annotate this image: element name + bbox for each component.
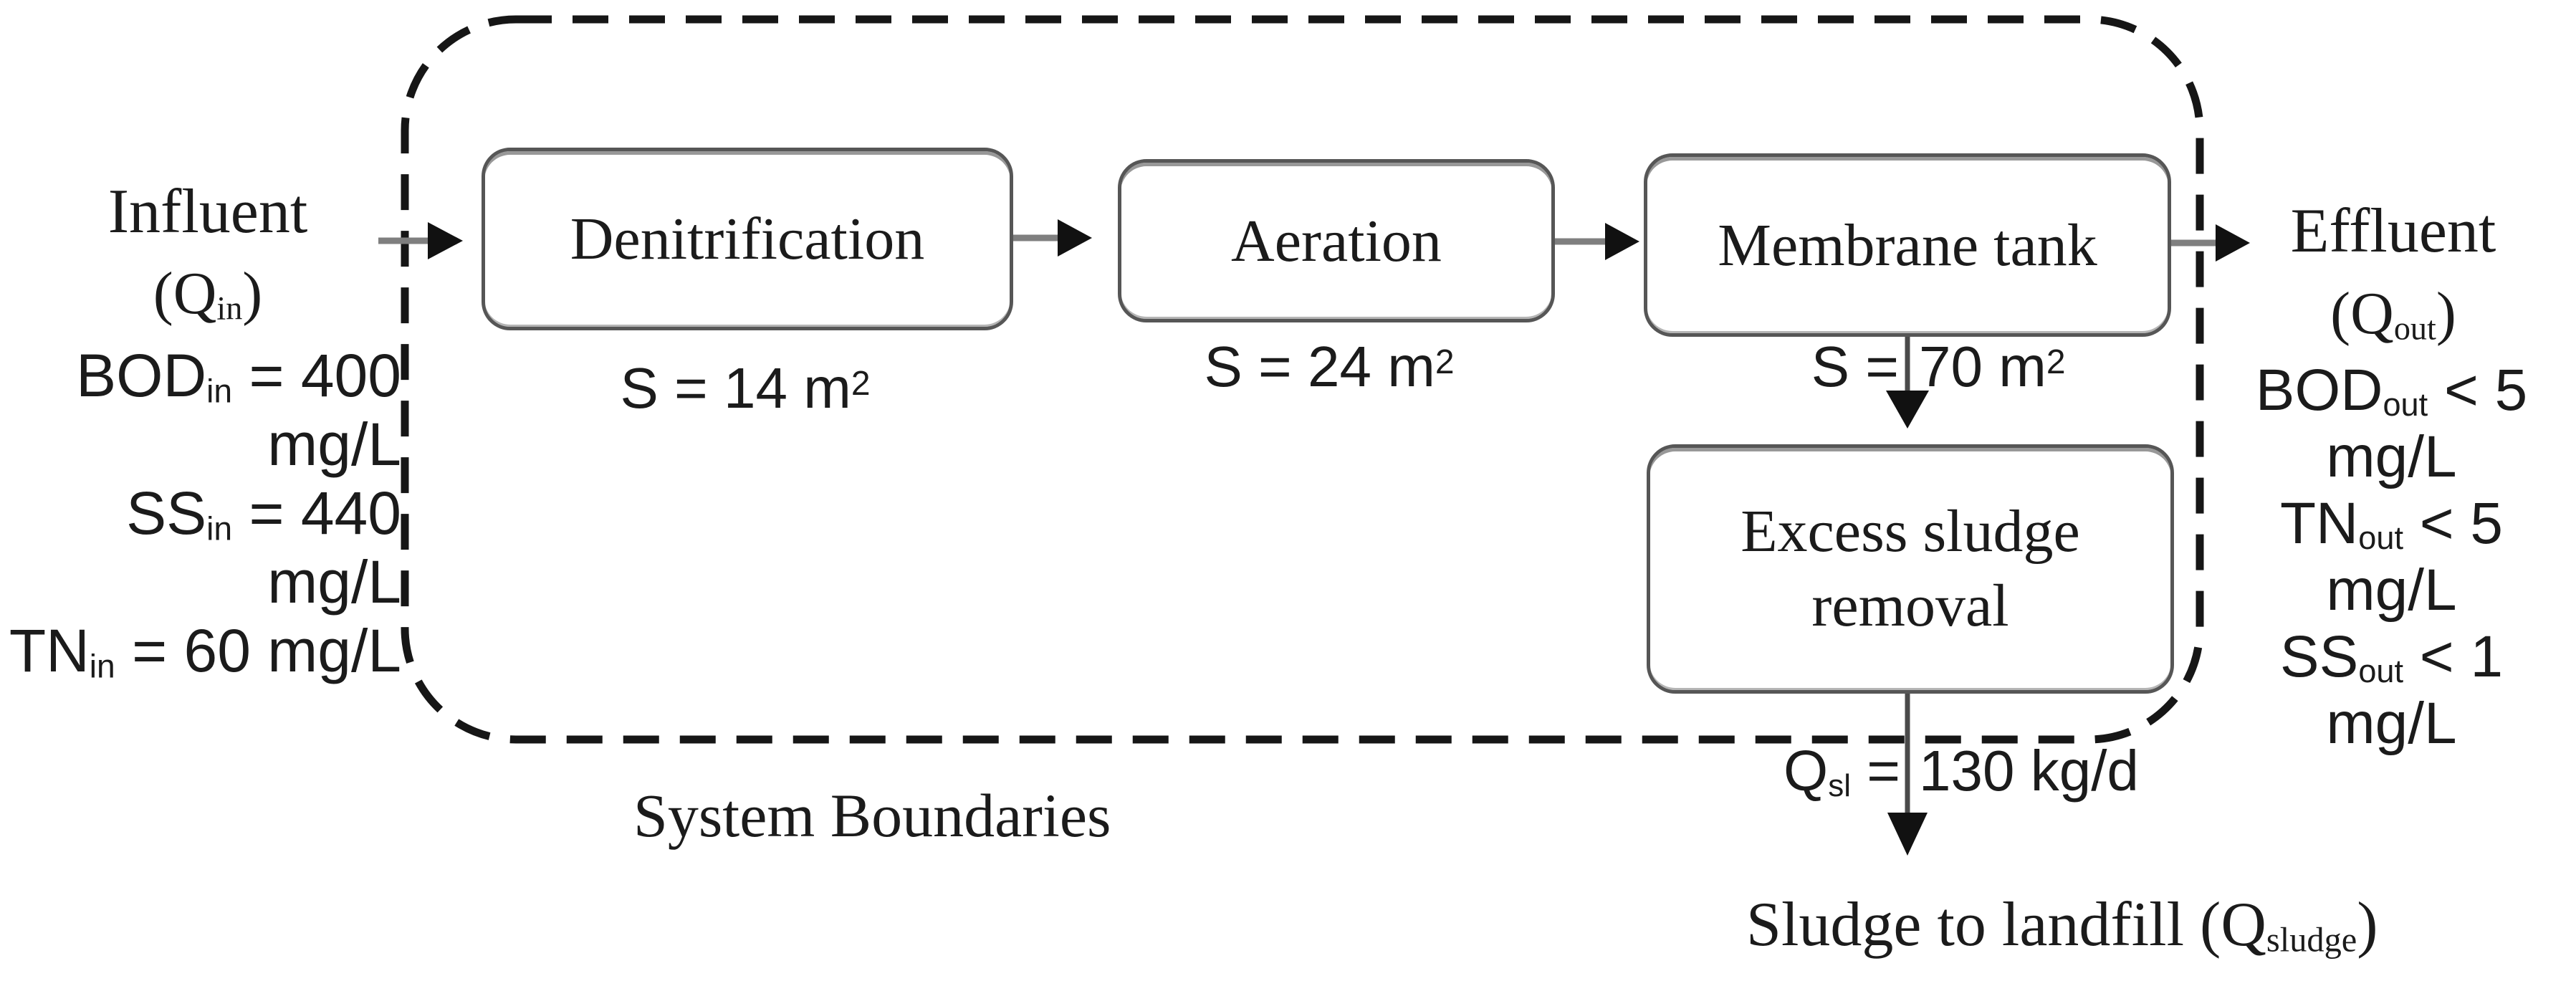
influent-param-bod: BODin = 400 mg/L <box>7 341 401 479</box>
effluent-arrowhead-icon <box>2216 224 2250 262</box>
excess-sludge-removal-box: Excess sludge removal <box>1647 444 2174 694</box>
area-text: S = 24 m <box>1204 335 1435 398</box>
influent-arrowhead-icon <box>428 222 463 259</box>
param-base: SS <box>126 479 207 547</box>
param-base: BOD <box>2255 358 2383 423</box>
effluent-param-ss: SSout < 1 mg/L <box>2207 623 2576 757</box>
sludge-to-landfill-label: Sludge to landfill (Qsludge) <box>1746 889 2378 962</box>
effluent-param-tn: TNout < 5 mg/L <box>2207 490 2576 623</box>
area-superscript: 2 <box>1435 343 1455 381</box>
excess-sludge-line1: Excess sludge <box>1741 498 2080 565</box>
influent-param-tn: TNin = 60 mg/L <box>7 616 401 685</box>
denitrification-area-label: S = 14 m2 <box>530 355 960 421</box>
effluent-parameter-list: BODout < 5 mg/L TNout < 5 mg/L SSout < 1… <box>2207 357 2576 757</box>
param-value: = 400 mg/L <box>232 342 401 478</box>
param-base: TN <box>9 617 90 684</box>
param-subscript: in <box>206 509 233 547</box>
sludge-to-landfill-arrowhead-icon <box>1887 813 1928 856</box>
influent-flow-subscript: in <box>216 289 243 327</box>
area-text: 70 m <box>1919 335 2046 398</box>
aeration-box-label: Aeration <box>1231 207 1442 274</box>
param-base: BOD <box>76 342 207 409</box>
sludge-flow-label-value: 130 kg/d <box>1919 739 2139 803</box>
param-value: < 1 mg/L <box>2326 624 2504 756</box>
effluent-flow-pre: (Q <box>2330 280 2394 347</box>
param-subscript: out <box>2358 653 2403 690</box>
effluent-flow-subscript: out <box>2393 310 2436 347</box>
influent-flow-symbol: (Qin) <box>29 258 387 330</box>
param-subscript: in <box>206 372 233 410</box>
membrane-area-label-left: S = <box>1811 335 1899 398</box>
denitrification-box-label: Denitrification <box>570 206 925 272</box>
area-text: S = 14 m <box>620 356 851 420</box>
denitrification-to-aeration-arrowhead-icon <box>1058 219 1092 257</box>
influent-parameter-list: BODin = 400 mg/L SSin = 440 mg/L TNin = … <box>7 341 401 685</box>
aeration-area-label: S = 24 m2 <box>1114 334 1544 400</box>
param-base: TN <box>2279 491 2359 556</box>
membrane-to-excess-sludge-arrowhead-icon <box>1886 391 1929 429</box>
influent-param-ss: SSin = 440 mg/L <box>7 479 401 616</box>
effluent-flow-symbol: (Qout) <box>2218 278 2569 350</box>
sludge-flow-base: Q <box>1783 739 1829 803</box>
param-subscript: out <box>2383 386 2428 423</box>
param-value: < 5 mg/L <box>2326 358 2528 489</box>
landfill-post: ) <box>2357 890 2378 960</box>
param-value: < 5 mg/L <box>2326 491 2504 623</box>
aeration-to-membrane-arrowhead-icon <box>1605 223 1639 260</box>
influent-flow-pre: (Q <box>153 260 217 327</box>
aeration-box: Aeration <box>1118 159 1555 322</box>
membrane-tank-box: Membrane tank <box>1644 153 2171 337</box>
param-value: = 440 mg/L <box>232 479 401 616</box>
sludge-flow-subscript: sl <box>1828 767 1852 803</box>
area-superscript: 2 <box>851 364 871 403</box>
param-base: SS <box>2279 624 2359 689</box>
effluent-title: Effluent <box>2290 196 2496 266</box>
effluent-param-bod: BODout < 5 mg/L <box>2207 357 2576 490</box>
excess-sludge-line2: removal <box>1811 573 2009 639</box>
system-boundary-dashed-border <box>401 15 2204 744</box>
influent-title: Influent <box>107 177 308 247</box>
membrane-area-label-right: 70 m2 <box>1919 334 2066 400</box>
area-superscript: 2 <box>2046 343 2066 381</box>
excess-sludge-removal-box-label: Excess sludge removal <box>1741 494 2080 643</box>
param-subscript: out <box>2358 520 2403 557</box>
param-subscript: in <box>89 647 115 685</box>
sludge-flow-equals: = <box>1851 739 1900 803</box>
landfill-subscript: sludge <box>2266 921 2357 960</box>
influent-flow-post: ) <box>242 260 263 327</box>
param-value: = 60 mg/L <box>115 617 401 684</box>
landfill-pre: Sludge to landfill (Q <box>1746 890 2266 960</box>
membrane-tank-box-label: Membrane tank <box>1718 211 2097 279</box>
effluent-flow-post: ) <box>2436 280 2456 347</box>
system-boundaries-label: System Boundaries <box>633 781 1111 850</box>
denitrification-box: Denitrification <box>482 148 1013 330</box>
sludge-flow-label-left: Qsl = <box>1648 738 1900 804</box>
